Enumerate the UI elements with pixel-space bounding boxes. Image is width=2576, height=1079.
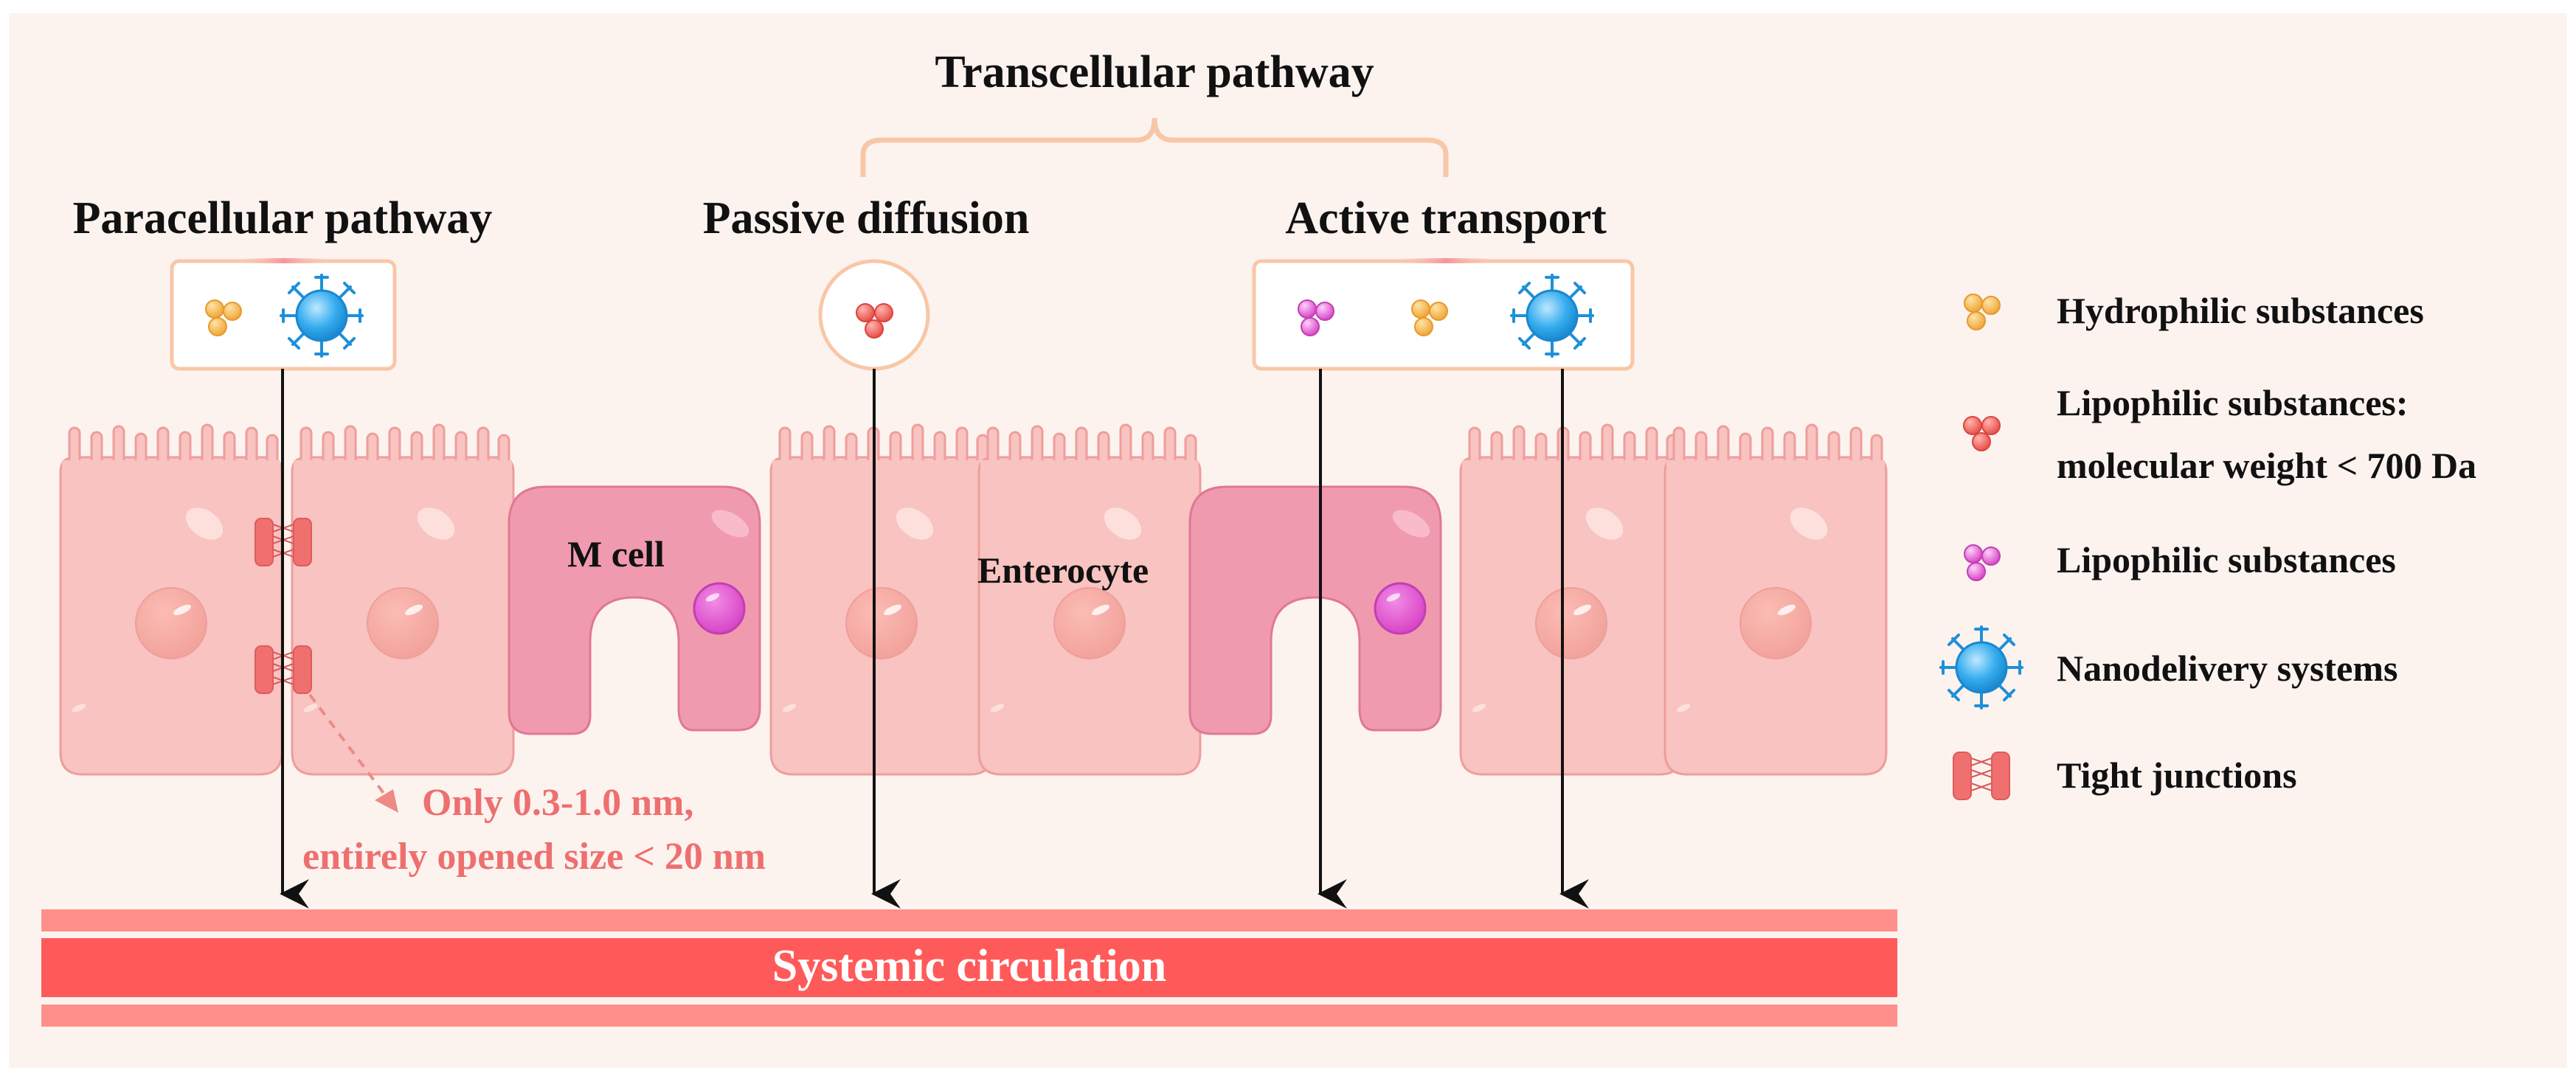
legend-hydrophilic-label: Hydrophilic substances (2057, 290, 2424, 331)
legend-lipophilic-mw-label-line1: Lipophilic substances: (2057, 382, 2409, 423)
transcellular-bracket (860, 117, 1449, 177)
pathway-arrows (280, 369, 1589, 909)
enterocyte-cell (1459, 423, 1683, 776)
legend: Hydrophilic substances Lipophilic substa… (1939, 290, 2476, 800)
paracellular-box (170, 258, 397, 371)
junction-size-pointer (308, 693, 398, 813)
systemic-circulation-label: Systemic circulation (772, 941, 1166, 991)
junction-size-note-line2: entirely opened size < 20 nm (302, 836, 766, 878)
systemic-circulation-band (41, 909, 1897, 1027)
active-transport-box (1252, 258, 1635, 371)
passive-diffusion-marker (818, 259, 930, 371)
nanodelivery-icon (1939, 625, 2023, 709)
enterocyte-cell (977, 423, 1202, 776)
legend-lipophilic-mw-label-line2: molecular weight < 700 Da (2057, 445, 2476, 486)
nanodelivery-icon (280, 274, 364, 358)
legend-lipophilic-label: Lipophilic substances (2057, 539, 2396, 580)
legend-nano-label: Nanodelivery systems (2057, 648, 2397, 689)
enterocyte-cell (769, 423, 994, 776)
nanodelivery-icon (1510, 274, 1594, 358)
paracellular-heading: Paracellular pathway (73, 193, 493, 243)
enterocyte-cell (1663, 423, 1888, 776)
active-transport-heading: Active transport (1285, 193, 1607, 243)
enterocyte-label: Enterocyte (977, 549, 1149, 591)
epithelium (59, 423, 1888, 776)
legend-tight-junction-label: Tight junctions (2057, 754, 2297, 796)
junction-size-note-line1: Only 0.3-1.0 nm, (422, 782, 693, 824)
transcellular-heading: Transcellular pathway (935, 47, 1374, 97)
m-cell-label: M cell (567, 533, 665, 575)
enterocyte-cell (59, 423, 283, 776)
enterocyte-cell (291, 423, 515, 776)
passive-diffusion-heading: Passive diffusion (703, 193, 1030, 243)
